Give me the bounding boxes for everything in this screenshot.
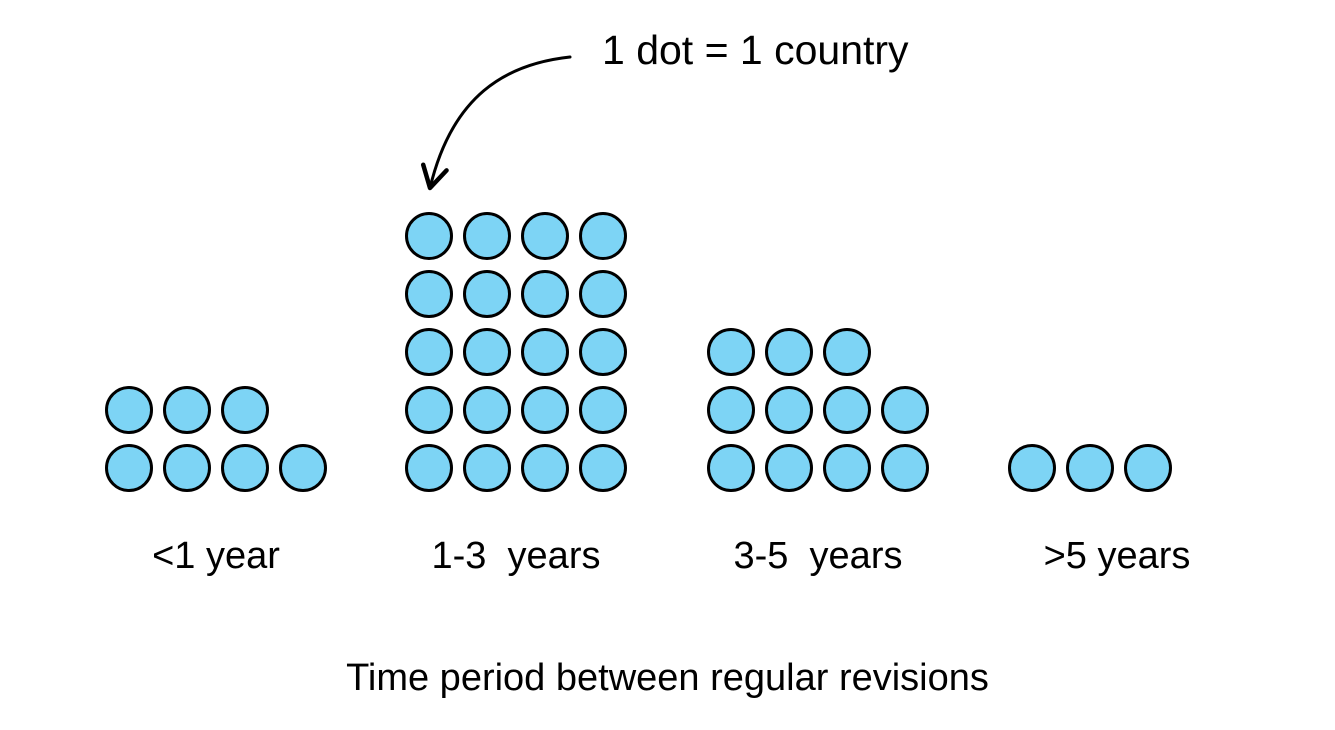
dot [1124, 444, 1172, 492]
dot [579, 444, 627, 492]
category-label-1: <1 year [152, 535, 280, 577]
dot [405, 270, 453, 318]
dot [521, 328, 569, 376]
dot [405, 212, 453, 260]
dot [765, 444, 813, 492]
dot-row [105, 386, 327, 434]
dot-row [405, 444, 627, 492]
category-label-4: >5 years [1043, 535, 1191, 577]
dot [823, 444, 871, 492]
dot [707, 386, 755, 434]
dot-group-4 [1008, 444, 1172, 492]
dot [105, 386, 153, 434]
dot-legend-label: 1 dot = 1 country [602, 27, 909, 73]
dot [221, 386, 269, 434]
dot [521, 386, 569, 434]
category-label-2: 1-3 years [431, 535, 601, 577]
dot [579, 212, 627, 260]
x-axis-title: Time period between regular revisions [346, 657, 989, 699]
dot [1008, 444, 1056, 492]
category-label-3: 3-5 years [733, 535, 903, 577]
dot-row [405, 212, 627, 260]
dot [1066, 444, 1114, 492]
dot-group-2 [405, 212, 627, 492]
dot [163, 444, 211, 492]
dot [521, 270, 569, 318]
dot-row [105, 444, 327, 492]
dot [579, 270, 627, 318]
dot [463, 270, 511, 318]
dot-row [707, 328, 929, 376]
dot [881, 386, 929, 434]
dot [463, 328, 511, 376]
dot [707, 328, 755, 376]
dot [823, 328, 871, 376]
dot [463, 212, 511, 260]
dot [579, 386, 627, 434]
dot [463, 444, 511, 492]
dot [823, 386, 871, 434]
dot [405, 328, 453, 376]
dot [405, 386, 453, 434]
dot-row [405, 386, 627, 434]
dot [881, 444, 929, 492]
dot [521, 444, 569, 492]
dot-row [405, 270, 627, 318]
dot [579, 328, 627, 376]
dot-row [1008, 444, 1172, 492]
dot [279, 444, 327, 492]
dot-group-1 [105, 386, 327, 492]
dot-row [707, 386, 929, 434]
dot [463, 386, 511, 434]
dot [765, 328, 813, 376]
dot [405, 444, 453, 492]
dot-row [707, 444, 929, 492]
dot [163, 386, 211, 434]
dot [521, 212, 569, 260]
dot-group-3 [707, 328, 929, 492]
dot [765, 386, 813, 434]
dot [707, 444, 755, 492]
dot-row [405, 328, 627, 376]
dot [221, 444, 269, 492]
dot [105, 444, 153, 492]
